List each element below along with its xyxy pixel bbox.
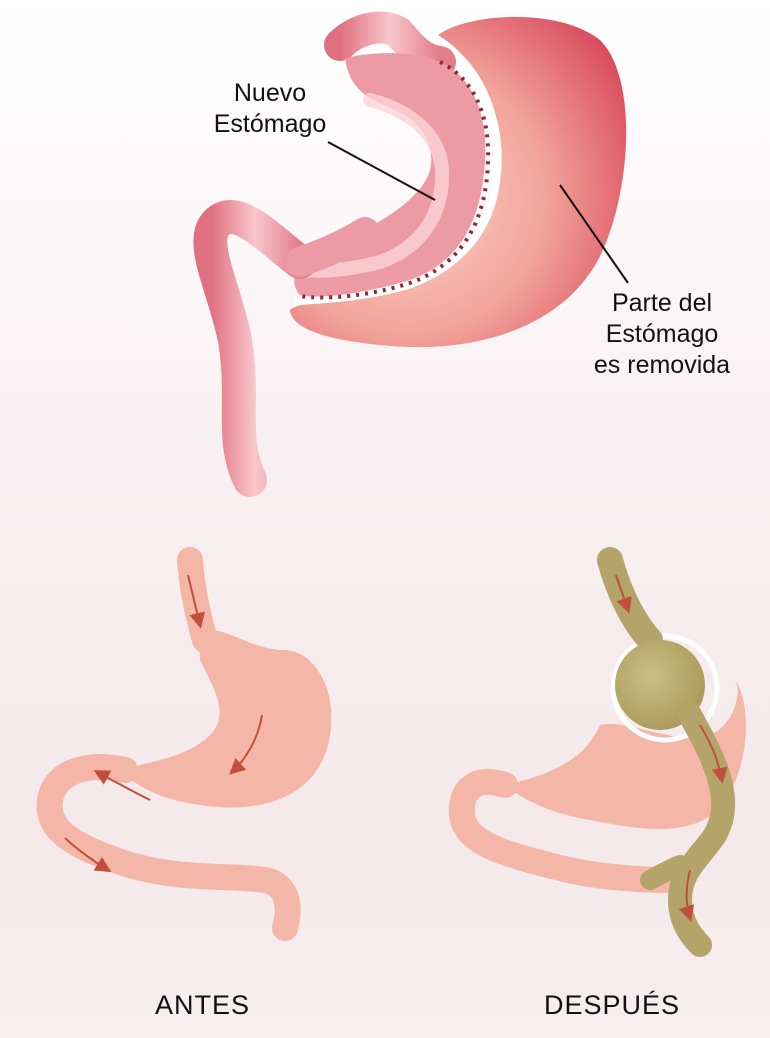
pointer-new-stomach: [328, 142, 435, 200]
caption-after: DESPUÉS: [544, 990, 680, 1021]
label-removed-line-1: Parte del: [572, 288, 752, 319]
label-removed-line-2: Estómago: [572, 319, 752, 350]
food-path-junction: [650, 865, 680, 880]
caption-before: ANTES: [155, 990, 250, 1021]
label-new-stomach-line-2: Estómago: [195, 109, 345, 140]
label-removed-line-3: es removida: [572, 350, 752, 381]
food-path-esophagus: [610, 560, 650, 640]
label-new-stomach-line-1: Nuevo: [195, 78, 345, 109]
before-esophagus: [190, 560, 205, 640]
before-stomach: [120, 629, 331, 807]
stomach-before-illustration: [50, 560, 332, 928]
stomach-after-illustration: [462, 560, 746, 945]
label-new-stomach: Nuevo Estómago: [195, 78, 345, 140]
label-removed-part: Parte del Estómago es removida: [572, 288, 752, 381]
